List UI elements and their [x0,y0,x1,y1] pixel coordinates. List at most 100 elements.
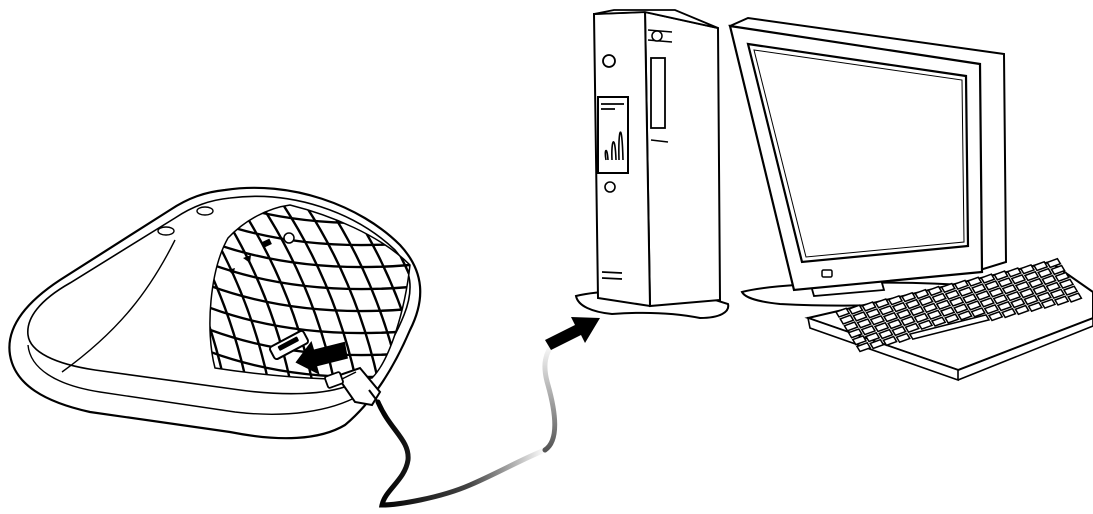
keyboard-key [957,286,974,297]
keyboard-key [1023,294,1039,306]
wifi-indicator-icon [228,268,235,275]
usb-cable-icon [324,339,558,508]
keyboard-key [1050,264,1066,276]
keyboard-key [895,332,911,344]
mobile-wifi-hotspot-icon [8,186,422,440]
keyboard-key [1005,290,1022,302]
keyboard-key [1046,257,1062,269]
keyboard-key [971,283,987,294]
keyboard-key [975,290,991,301]
keyboard-key [834,307,851,318]
micro-usb-connector [324,366,382,407]
keyboard-key [839,314,855,325]
keyboard-key [882,335,898,347]
keyboard-key [944,313,960,324]
keyboard-key [962,293,978,304]
keyboard-key [1062,285,1079,296]
keyboard-key [1053,295,1070,306]
keyboard-key [905,298,921,310]
keyboard-key [909,305,925,317]
keyboard-key [891,325,907,337]
keyboard-key [887,318,903,330]
hotspot-side-button-2 [196,206,214,216]
keyboard-key [1001,307,1017,319]
keyboard-key [953,303,969,314]
keyboard-key [926,309,943,321]
keyboard-key [882,311,899,323]
keyboard-key [1067,292,1083,303]
keyboard-key [860,324,877,336]
keyboard-key [873,321,890,333]
signal-indicator-icon [243,255,251,263]
keyboard-key [1054,271,1070,283]
keyboard-key [1028,277,1044,289]
keyboard-key [1058,278,1075,290]
tower-power-button [602,54,616,68]
keyboard-key [983,303,1000,315]
keyboard-key [996,300,1013,312]
keyboard-key [966,300,982,311]
keyboard-key [992,293,1009,305]
keyboard-key [1036,291,1052,303]
keyboard-key [993,270,1009,281]
keyboard-key [908,314,991,340]
keyboard-key [1014,304,1030,316]
arrow-to-computer-usb-port-icon [545,317,600,350]
keyboard-key [1040,298,1057,310]
keyboard-key [869,314,886,326]
keyboard-key [878,328,894,340]
keyboard-key [904,322,920,334]
keyboard-key [900,315,916,327]
keyboard-key [1019,287,1035,299]
keyboard-key [847,328,863,339]
keyboard-key [927,285,943,297]
keyboard-key [1037,267,1053,279]
keyboard-key [997,277,1013,288]
keyboard-key [980,273,996,284]
arrow-to-hotspot-usb-port-icon [295,340,348,375]
keyboard-key [878,304,895,316]
keyboard-key [914,288,930,300]
keyboard-key [852,311,868,322]
hotspot-status-icons [228,232,295,275]
keyboard-key [855,341,872,353]
keyboard-key [918,295,934,307]
keyboard-key [1023,270,1040,282]
keyboard-key [939,306,956,317]
keyboard-key [970,307,986,318]
tower-display-panel [597,96,629,174]
keyboard-key [1027,301,1043,313]
keyboard-key [864,331,881,343]
keyboard-key [843,321,859,332]
keyboard-key [1010,297,1026,309]
monitor-power-button [821,269,833,278]
keyboard-key [874,298,890,309]
keyboard-key [922,302,938,314]
keyboard-key [1045,281,1061,293]
power-indicator-icon [283,232,295,244]
desktop-tower-icon [574,9,730,320]
hotspot-usb-port-icon [268,329,310,361]
keyboard-key [940,282,956,294]
keyboard-key [1014,280,1031,292]
keyboard-key [891,301,908,313]
keyboard-key [1019,263,1036,275]
keyboard-key [987,310,1004,322]
keyboard-key [935,299,952,311]
keyboard-key [944,289,961,301]
keyboard-key [913,312,929,324]
keyboard-key [930,316,947,327]
keyboard-key [1001,283,1018,295]
keyboard-key [917,319,934,331]
keyboard-key [896,308,912,320]
keyboard-key [1049,288,1066,300]
keyboard-key [931,292,947,304]
keyboard-key [861,301,877,312]
keyboard-key [1010,273,1027,285]
keyboard-key [957,310,973,321]
keyboard-key [1041,274,1057,286]
keyboard-key [1032,260,1049,272]
keyboard-icon [804,257,1093,382]
